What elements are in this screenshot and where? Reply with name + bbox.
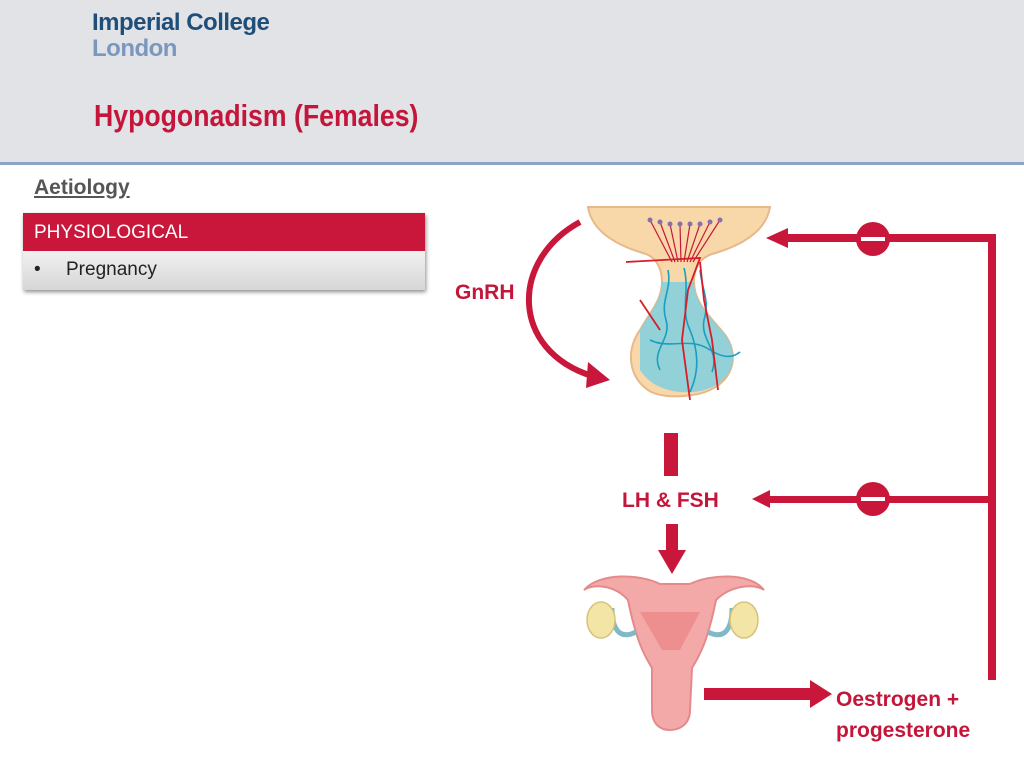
output-arrow [704,680,832,708]
uterus-illustration [583,575,765,732]
category-box-header: PHYSIOLOGICAL [23,213,425,251]
lh-fsh-label: LH & FSH [622,489,719,512]
pituitary-output-bar [664,433,678,476]
inhibit-symbol-top [856,222,890,256]
category-box: PHYSIOLOGICAL • Pregnancy [23,213,425,290]
pituitary-illustration [586,206,772,401]
imperial-college-logo: Imperial College London [92,9,270,62]
slide-title: Hypogonadism (Females) [94,98,419,133]
gnrh-label: GnRH [455,281,515,304]
oestrogen-label-line-2: progesterone [836,719,971,742]
oestrogen-progesterone-label: Oestrogen + progesterone [836,684,970,746]
negative-feedback-loop [752,228,996,680]
logo-line-1: Imperial College [92,9,270,36]
bullet-icon: • [34,259,41,280]
gnrh-arrow [526,219,610,388]
oestrogen-label-line-1: Oestrogen + [836,688,960,711]
lh-fsh-down-arrow [658,524,686,574]
inhibit-symbol-mid [856,482,890,516]
list-item-pregnancy: Pregnancy [66,259,157,280]
logo-line-2: London [92,35,177,62]
category-box-body: • Pregnancy [23,251,425,290]
header-band: Imperial College London Hypogonadism (Fe… [0,0,1024,165]
section-heading: Aetiology [34,176,130,199]
